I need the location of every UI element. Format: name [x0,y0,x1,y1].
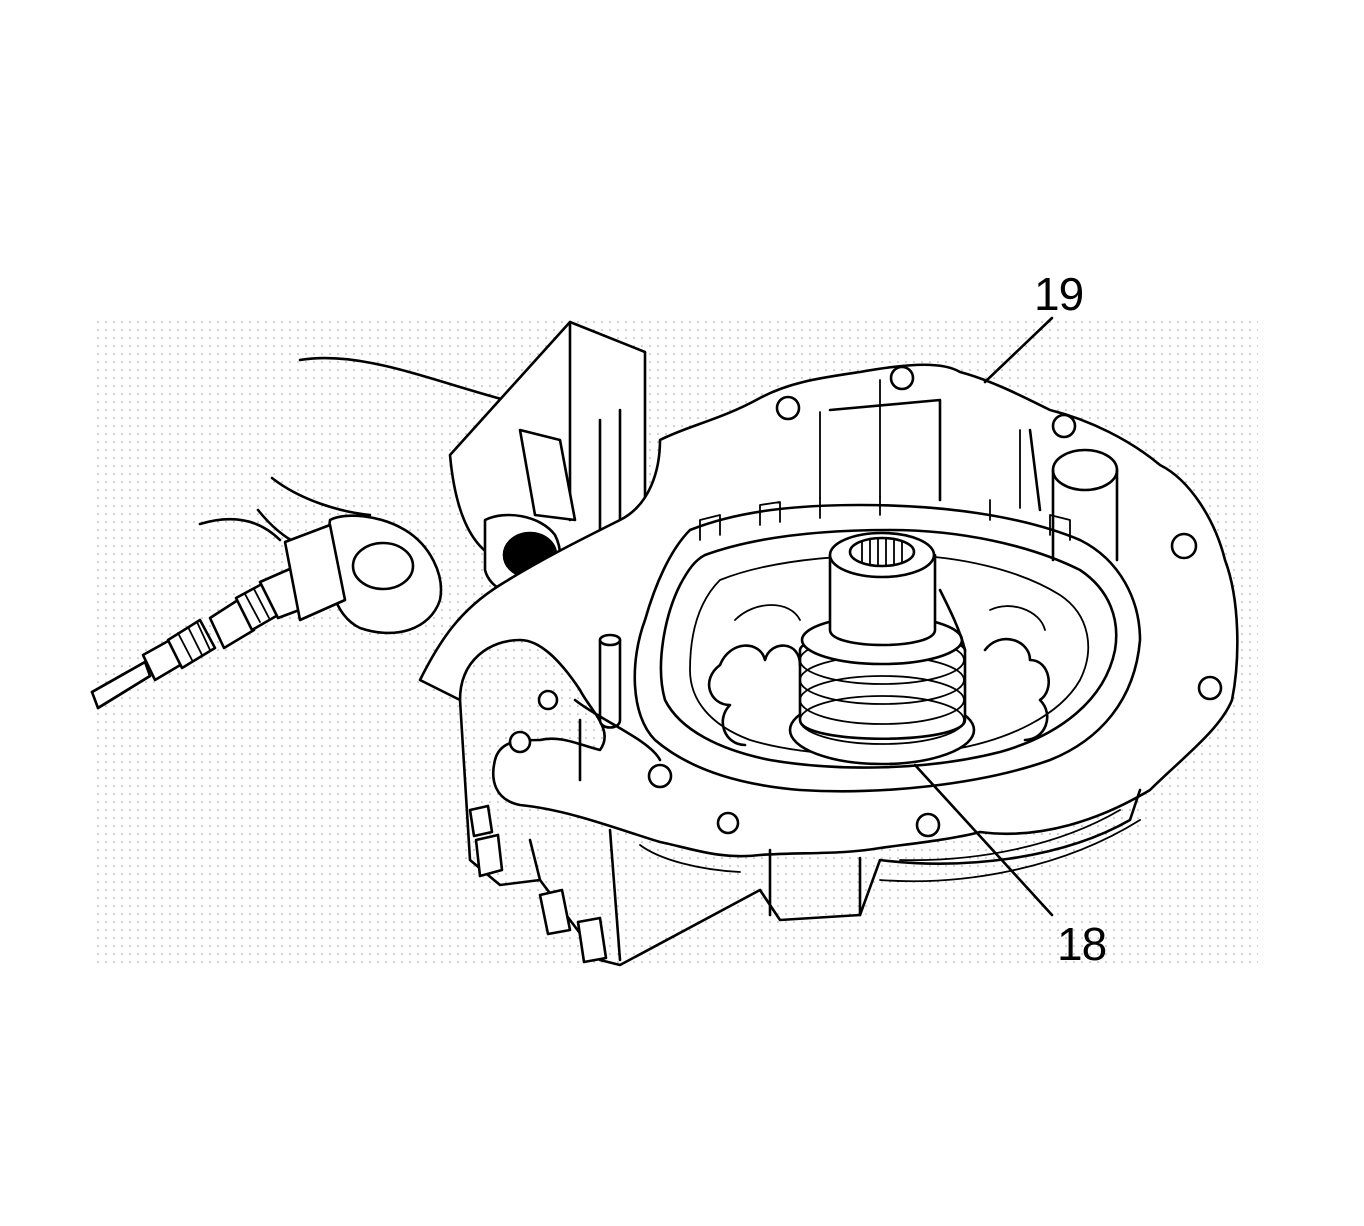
callout-19: 19 [1034,268,1084,320]
stator-shaft-18 [788,531,976,766]
pump-gear [707,604,1050,747]
leader-line-18 [913,763,1054,917]
pump-flange-19 [418,363,1239,858]
housing-bolts [468,804,608,964]
leader-line-19 [983,316,1054,384]
callout-18: 18 [1057,918,1107,970]
pump-housing-skirt [458,698,1142,967]
valve-pin [573,633,662,782]
